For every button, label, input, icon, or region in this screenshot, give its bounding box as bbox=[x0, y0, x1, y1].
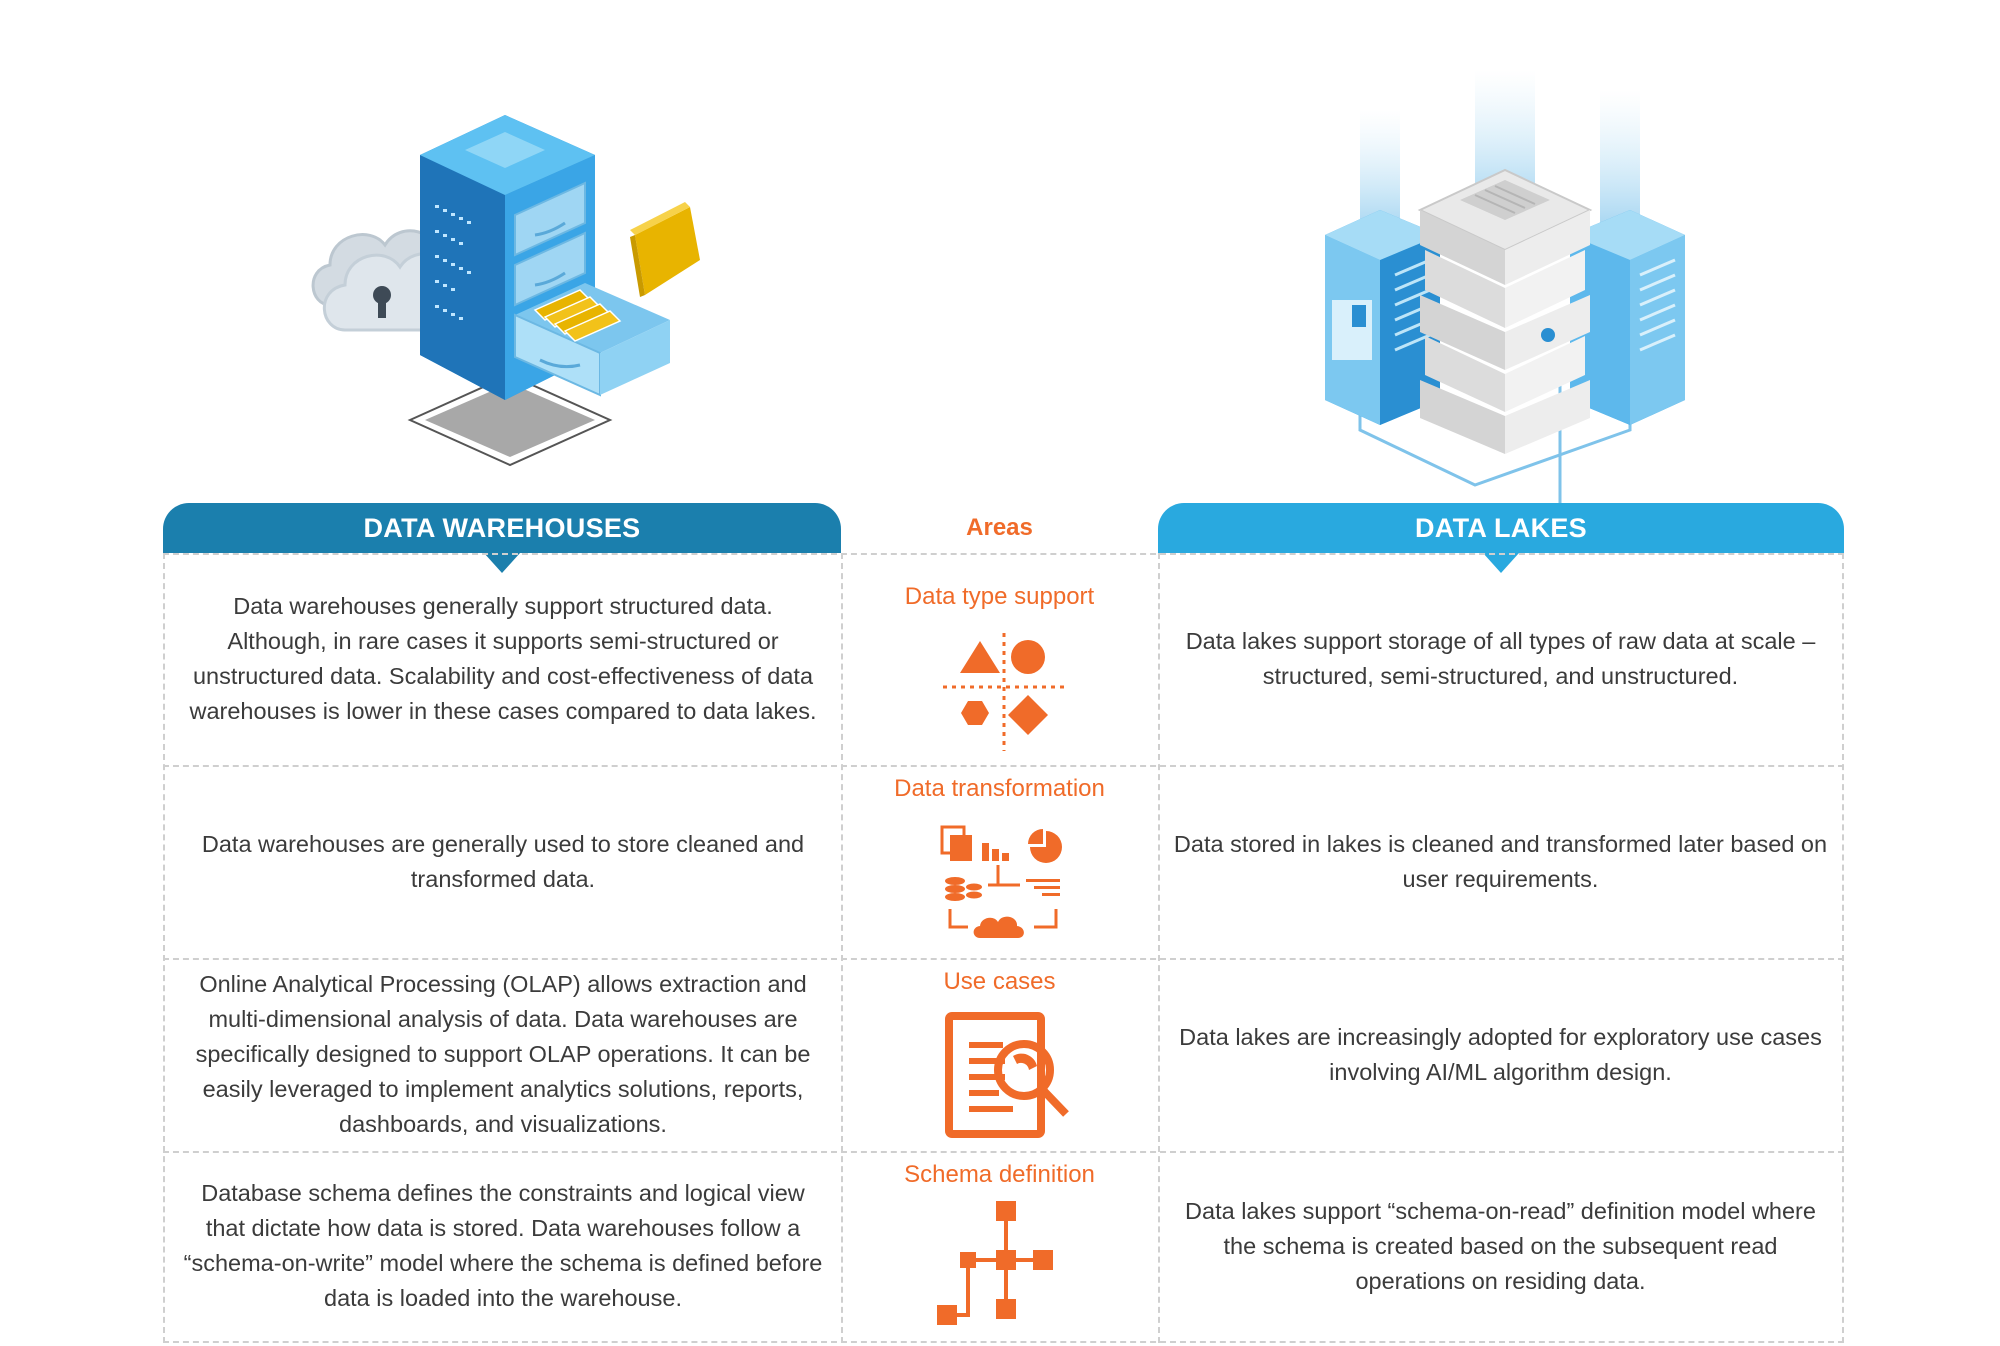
divider bbox=[163, 958, 1844, 960]
lake-cell-data-type-support: Data lakes support storage of all types … bbox=[1185, 628, 1816, 689]
divider bbox=[163, 1341, 1844, 1343]
folder-icon bbox=[630, 202, 700, 297]
data-lakes-header: DATA LAKES bbox=[1158, 503, 1844, 573]
comparison-table: Data warehouses generally support struct… bbox=[163, 553, 1844, 1343]
server-rack-with-cloud-and-folders-icon bbox=[311, 115, 700, 467]
lake-cell-data-transformation: Data stored in lakes is cleaned and tran… bbox=[1173, 830, 1828, 892]
warehouse-cell-data-type-support: Data warehouses generally support struct… bbox=[189, 593, 817, 724]
data-lakes-title: DATA LAKES bbox=[1415, 512, 1587, 543]
data-lake-server-stack-icon bbox=[1325, 70, 1685, 510]
data-warehouses-header: DATA WAREHOUSES bbox=[163, 503, 841, 573]
header-pointer bbox=[1483, 553, 1519, 573]
area-label-data-transformation: Data transformation bbox=[894, 775, 1105, 802]
data-transformation-icon bbox=[940, 825, 1062, 938]
areas-title: Areas bbox=[966, 514, 1033, 541]
divider bbox=[1842, 553, 1844, 1343]
divider bbox=[163, 553, 165, 1343]
schema-network-icon bbox=[937, 1201, 1053, 1325]
lake-cell-use-cases: Data lakes are increasingly adopted for … bbox=[1179, 1023, 1822, 1085]
divider bbox=[163, 1151, 1844, 1153]
lake-cell-schema-definition: Data lakes support “schema-on-read” defi… bbox=[1185, 1197, 1816, 1294]
warehouse-cell-schema-definition: Database schema defines the constraints … bbox=[183, 1180, 823, 1311]
shapes-quadrant-icon bbox=[943, 633, 1065, 751]
divider bbox=[841, 553, 843, 1343]
area-label-schema-definition: Schema definition bbox=[904, 1161, 1095, 1188]
data-warehouses-title: DATA WAREHOUSES bbox=[363, 512, 641, 543]
warehouse-cell-use-cases: Online Analytical Processing (OLAP) allo… bbox=[195, 971, 811, 1137]
divider bbox=[163, 765, 1844, 767]
document-search-icon bbox=[945, 1012, 1069, 1138]
header-pointer bbox=[484, 553, 520, 573]
area-label-use-cases: Use cases bbox=[943, 968, 1056, 995]
area-label-data-type-support: Data type support bbox=[904, 583, 1095, 610]
warehouse-cell-data-transformation: Data warehouses are generally used to st… bbox=[201, 830, 805, 892]
divider bbox=[163, 553, 1844, 555]
divider bbox=[1158, 553, 1160, 1343]
